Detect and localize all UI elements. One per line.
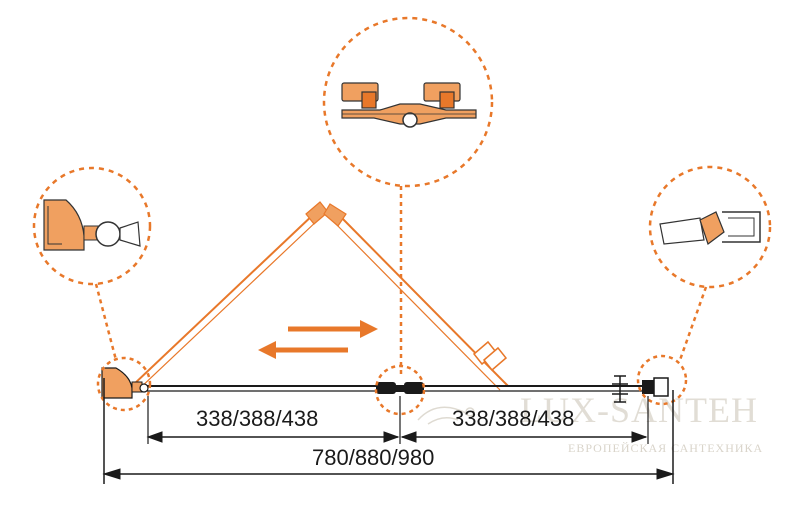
door-panel-left-open xyxy=(132,212,320,390)
sliding-arrows-icon xyxy=(258,320,378,359)
leader-left xyxy=(96,284,116,360)
right-opening-label: 338/388/438 xyxy=(452,406,574,431)
handle-icon xyxy=(474,342,506,370)
center-carriage-icon xyxy=(376,382,424,394)
center-hinge-icon xyxy=(306,202,346,226)
leader-right xyxy=(680,287,706,360)
detail-left-icon xyxy=(34,168,150,284)
wall-profile-left-icon xyxy=(102,368,148,398)
detail-top-icon xyxy=(324,18,492,186)
left-opening-label: 338/388/438 xyxy=(196,406,318,431)
watermark-tagline: ЕВРОПЕЙСКАЯ САНТЕХНИКА xyxy=(568,441,763,455)
detail-right-icon xyxy=(650,167,770,287)
magnetic-seal-icon xyxy=(642,378,668,396)
total-width-label: 780/880/980 xyxy=(312,445,434,470)
